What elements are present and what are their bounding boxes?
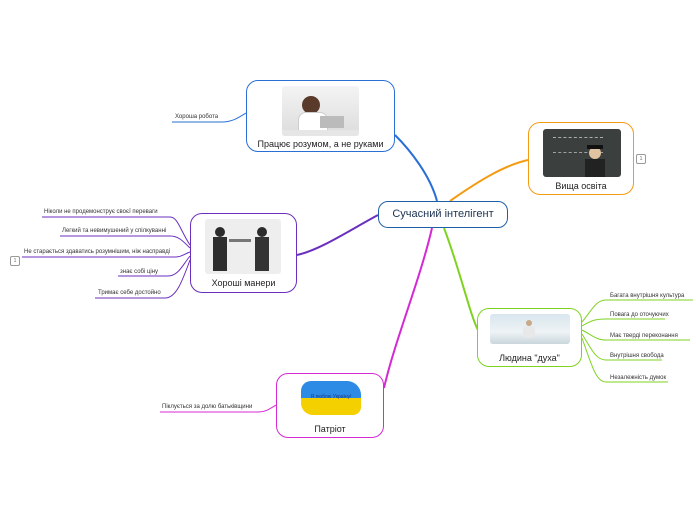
- leaf-manners-2[interactable]: Легкий та невимушений у спілкуванні: [62, 228, 167, 234]
- topic-manners-title: Хороші манери: [211, 278, 276, 288]
- topic-manners[interactable]: Хороші манери: [190, 213, 297, 293]
- note-badge[interactable]: 1: [10, 256, 20, 266]
- leaf-spirit-3[interactable]: Має тверді переконання: [610, 333, 678, 339]
- meditation-photo: [490, 314, 570, 344]
- topic-patriot[interactable]: Я люблю Україну! Патріот: [276, 373, 384, 438]
- topic-education-title: Вища освіта: [555, 181, 607, 191]
- topic-patriot-title: Патріот: [314, 424, 346, 434]
- leaf-manners-4[interactable]: знає собі ціну: [120, 269, 159, 275]
- leaf-good-job[interactable]: Хороша робота: [175, 114, 219, 120]
- office-woman-photo: [282, 86, 359, 136]
- topic-spirit[interactable]: Людина "духа": [477, 308, 582, 367]
- note-badge[interactable]: 1: [636, 154, 646, 164]
- central-topic[interactable]: Сучасний інтелігент: [378, 201, 508, 228]
- leaf-spirit-1[interactable]: Багата внутрішня культура: [610, 293, 685, 299]
- topic-work[interactable]: Працює розумом, а не руками: [246, 80, 395, 152]
- leaf-manners-5[interactable]: Тримає себе достойно: [98, 290, 161, 296]
- leaf-spirit-2[interactable]: Повага до оточуючих: [610, 312, 669, 318]
- leaf-spirit-4[interactable]: Внутрішня свобода: [610, 353, 664, 359]
- ukraine-map-image: Я люблю Україну!: [301, 381, 361, 415]
- topic-spirit-title: Людина "духа": [499, 353, 560, 363]
- bowing-businessmen-photo: [205, 219, 281, 274]
- graduate-chalkboard-photo: [543, 129, 621, 177]
- leaf-spirit-5[interactable]: Незалежність думок: [610, 375, 667, 381]
- ukraine-map-caption: Я люблю Україну!: [310, 394, 352, 400]
- leaf-manners-1[interactable]: Ніколи не продемонструє своєї переваги: [44, 209, 158, 215]
- leaf-patriot-1[interactable]: Піклується за долю батьківщини: [162, 404, 253, 410]
- topic-education[interactable]: Вища освіта: [528, 122, 634, 195]
- topic-work-title: Працює розумом, а не руками: [257, 139, 384, 149]
- leaf-manners-3[interactable]: Не старається здаватись розумнішим, ніж …: [24, 249, 171, 255]
